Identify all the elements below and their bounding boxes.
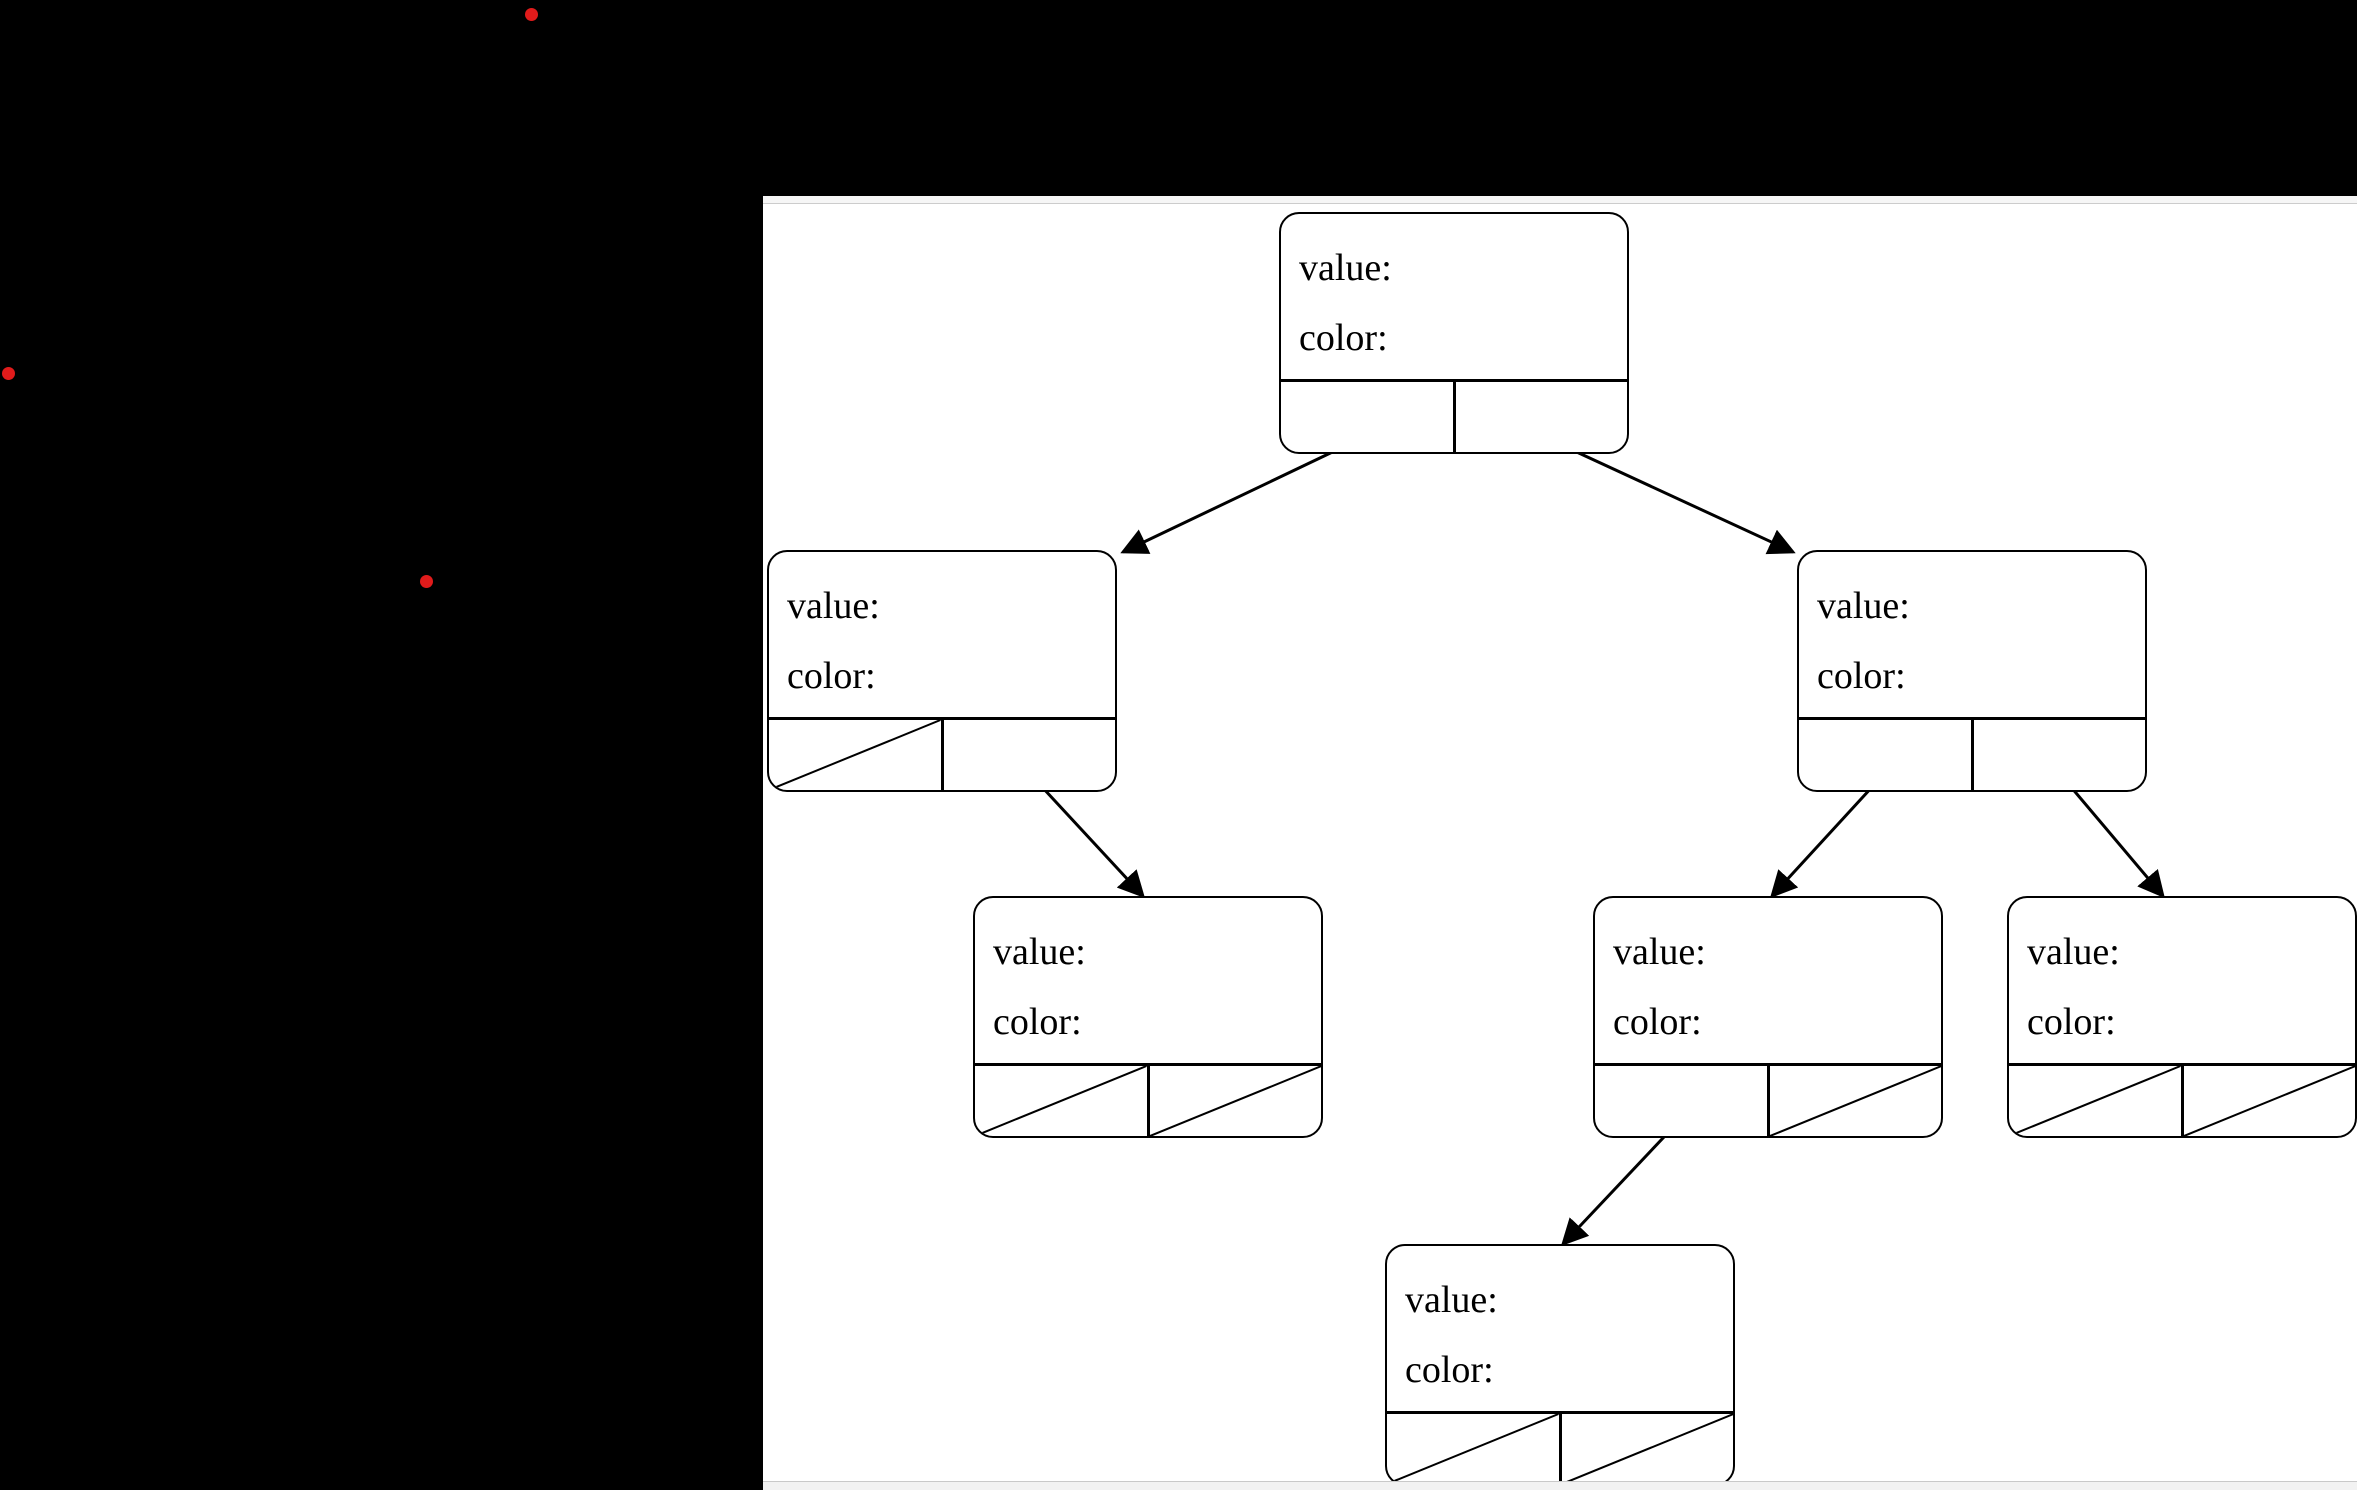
red-dot-top [525,8,538,21]
node-color-label: color: [1817,655,1906,697]
node-pointer-row [1595,1063,1941,1136]
node-color-label: color: [1405,1349,1494,1391]
null-pointer-slash-icon [1387,1414,1559,1484]
edge-right-to-rightright [2058,773,2165,899]
edge-rightleft-to-deep [1560,1118,1682,1247]
edge-left-to-leftright [1028,772,1146,899]
node-fields: value: color: [1595,898,1941,1066]
node-left-pointer-cell[interactable] [975,1066,1147,1136]
diagram-panel: value:color:value:color:value:color:valu… [763,196,2357,1490]
panel-bottom-edge [763,1481,2357,1490]
node-fields: value: color: [769,552,1115,720]
node-value-label: value: [993,931,1086,973]
red-dot-middle [420,575,433,588]
node-right[interactable]: value: color: [1797,550,2147,792]
node-fields: value: color: [975,898,1321,1066]
node-right-pointer-cell[interactable] [1970,720,2146,790]
red-dot-left-edge [2,367,15,380]
node-color-label: color: [993,1001,1082,1043]
panel-top-edge [763,196,2357,204]
node-left-right[interactable]: value: color: [973,896,1323,1138]
null-pointer-slash-icon [975,1066,1147,1136]
node-pointer-row [1799,717,2145,790]
node-fields: value: color: [1387,1246,1733,1414]
node-left-pointer-cell[interactable] [1281,382,1453,452]
null-pointer-slash-icon [1562,1414,1734,1484]
node-pointer-row [975,1063,1321,1136]
null-pointer-slash-icon [1770,1066,1942,1136]
node-pointer-row [769,717,1115,790]
node-value-label: value: [1405,1279,1498,1321]
node-left-pointer-cell[interactable] [1387,1414,1559,1484]
node-right-right[interactable]: value: color: [2007,896,2357,1138]
node-left-pointer-cell[interactable] [1799,720,1971,790]
node-deep-leaf[interactable]: value: color: [1385,1244,1735,1486]
node-color-label: color: [2027,1001,2116,1043]
node-right-pointer-cell[interactable] [2180,1066,2356,1136]
node-value-label: value: [2027,931,2120,973]
node-fields: value: color: [2009,898,2355,1066]
null-pointer-slash-icon [2009,1066,2181,1136]
node-value-label: value: [1299,247,1392,289]
node-right-pointer-cell[interactable] [1146,1066,1322,1136]
black-background-region [0,0,763,1490]
node-value-label: value: [1613,931,1706,973]
null-pointer-slash-icon [1150,1066,1322,1136]
null-pointer-slash-icon [2184,1066,2356,1136]
node-color-label: color: [1613,1001,1702,1043]
edge-right-to-rightleft [1769,772,1886,899]
node-color-label: color: [787,655,876,697]
node-left-pointer-cell[interactable] [2009,1066,2181,1136]
node-value-label: value: [1817,585,1910,627]
node-right-pointer-cell[interactable] [1558,1414,1734,1484]
node-right-left[interactable]: value: color: [1593,896,1943,1138]
node-right-pointer-cell[interactable] [1452,382,1628,452]
node-pointer-row [1281,379,1627,452]
node-fields: value: color: [1281,214,1627,382]
node-right-pointer-cell[interactable] [1766,1066,1942,1136]
node-left[interactable]: value: color: [767,550,1117,792]
node-left-pointer-cell[interactable] [769,720,941,790]
node-right-pointer-cell[interactable] [940,720,1116,790]
null-pointer-slash-icon [769,720,941,790]
node-pointer-row [1387,1411,1733,1484]
node-fields: value: color: [1799,552,2145,720]
node-color-label: color: [1299,317,1388,359]
node-left-pointer-cell[interactable] [1595,1066,1767,1136]
node-root[interactable]: value: color: [1279,212,1629,454]
node-value-label: value: [787,585,880,627]
node-pointer-row [2009,1063,2355,1136]
